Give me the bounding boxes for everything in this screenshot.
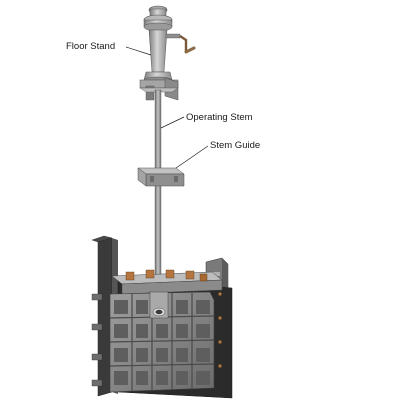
label-stem-guide: Stem Guide: [210, 140, 260, 151]
operating-stem: [154, 89, 162, 291]
crank-handle: [165, 33, 196, 54]
callout-stem-guide: Stem Guide: [175, 140, 260, 169]
lifting-nuts: [125, 269, 208, 282]
stem-guide: [137, 167, 185, 187]
callout-floor-stand: Floor Stand: [66, 41, 152, 56]
label-floor-stand: Floor Stand: [66, 41, 115, 52]
callout-operating-stem: Operating Stem: [160, 112, 253, 129]
floor-stand: [142, 5, 174, 86]
gate-assembly: [91, 235, 233, 399]
label-operating-stem: Operating Stem: [186, 112, 253, 123]
